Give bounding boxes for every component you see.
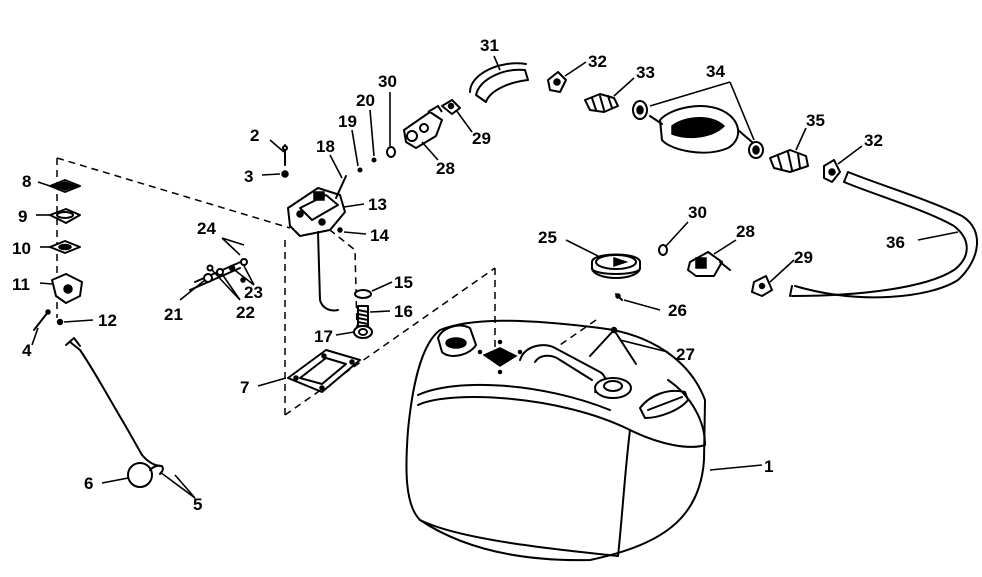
callout-30b: 30 — [688, 203, 707, 222]
callout-19: 19 — [338, 112, 357, 131]
callout-15: 15 — [394, 273, 413, 292]
upper-connector-parts — [403, 99, 461, 149]
callout-9: 9 — [18, 207, 27, 226]
callout-36: 36 — [886, 233, 905, 252]
callout-17: 17 — [314, 327, 333, 346]
callout-21: 21 — [164, 305, 183, 324]
hose-31 — [469, 62, 529, 103]
callout-11: 11 — [12, 275, 30, 294]
callout-1: 1 — [764, 457, 773, 476]
callout-26: 26 — [668, 301, 687, 320]
callout-32a: 32 — [588, 52, 607, 71]
callout-31: 31 — [480, 36, 499, 55]
callout-5: 5 — [193, 495, 202, 514]
callout-14: 14 — [370, 226, 389, 245]
callout-20: 20 — [356, 91, 375, 110]
fuel-tank — [405, 319, 706, 562]
callout-3: 3 — [244, 167, 253, 186]
callout-6: 6 — [84, 474, 93, 493]
callout-22: 22 — [236, 303, 255, 322]
callout-32b: 32 — [864, 131, 883, 150]
callout-13: 13 — [368, 195, 387, 214]
callout-24: 24 — [197, 219, 216, 238]
hose-36 — [789, 171, 978, 299]
callout-29b: 29 — [794, 248, 813, 267]
callout-18: 18 — [316, 137, 335, 156]
callout-28b: 28 — [736, 222, 755, 241]
fuel-line-fittings — [547, 71, 841, 183]
filler-cap-assembly — [589, 244, 668, 365]
callout-16: 16 — [394, 302, 413, 321]
callout-4: 4 — [22, 341, 32, 360]
callout-10: 10 — [12, 239, 31, 258]
callout-8: 8 — [22, 172, 31, 191]
callout-27: 27 — [676, 345, 695, 364]
pump-bracket-assembly — [281, 144, 396, 393]
callout-30a: 30 — [378, 72, 397, 91]
callout-2: 2 — [250, 126, 259, 145]
callout-35: 35 — [806, 111, 825, 130]
callout-33: 33 — [636, 63, 655, 82]
callout-25: 25 — [538, 228, 557, 247]
fuel-gauge-assembly — [33, 179, 164, 488]
leader-lines — [31, 55, 959, 499]
callout-7: 7 — [240, 378, 249, 397]
callout-28a: 28 — [436, 159, 455, 178]
callout-12: 12 — [98, 311, 117, 330]
callout-23: 23 — [244, 283, 263, 302]
callout-29a: 29 — [472, 129, 491, 148]
right-connector-parts — [687, 251, 773, 297]
callout-labels: 1 2 3 4 5 6 7 8 9 10 11 12 13 14 15 16 1… — [12, 36, 905, 514]
callout-34: 34 — [706, 62, 725, 81]
